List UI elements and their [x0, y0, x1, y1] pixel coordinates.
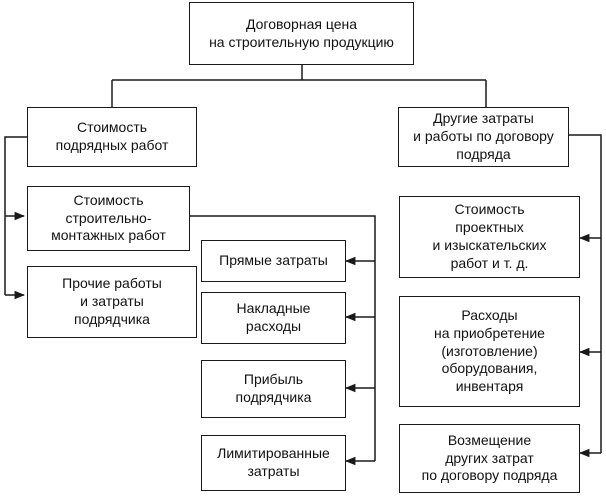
contract-works-cost-node: Стоимость подрядных работ	[27, 107, 197, 167]
design-survey-cost-node: Стоимость проектных и изыскательских раб…	[399, 196, 580, 278]
equipment-purchase-node: Расходы на приобретение (изготовление) о…	[399, 296, 580, 407]
overhead-costs-node: Накладные расходы	[201, 292, 346, 344]
direct-costs-node: Прямые затраты	[201, 240, 346, 282]
root-node: Договорная цена на строительную продукци…	[189, 2, 414, 65]
construction-installation-cost-node: Стоимость строительно- монтажных работ	[27, 186, 190, 251]
other-costs-node: Другие затраты и работы по договору подр…	[398, 107, 569, 167]
limited-costs-node: Лимитированные затраты	[201, 435, 346, 491]
contractor-profit-node: Прибыль подрядчика	[201, 360, 346, 418]
other-contractor-works-node: Прочие работы и затраты подрядчика	[27, 266, 197, 338]
other-costs-reimbursement-node: Возмещение других затрат по договору под…	[399, 424, 580, 493]
